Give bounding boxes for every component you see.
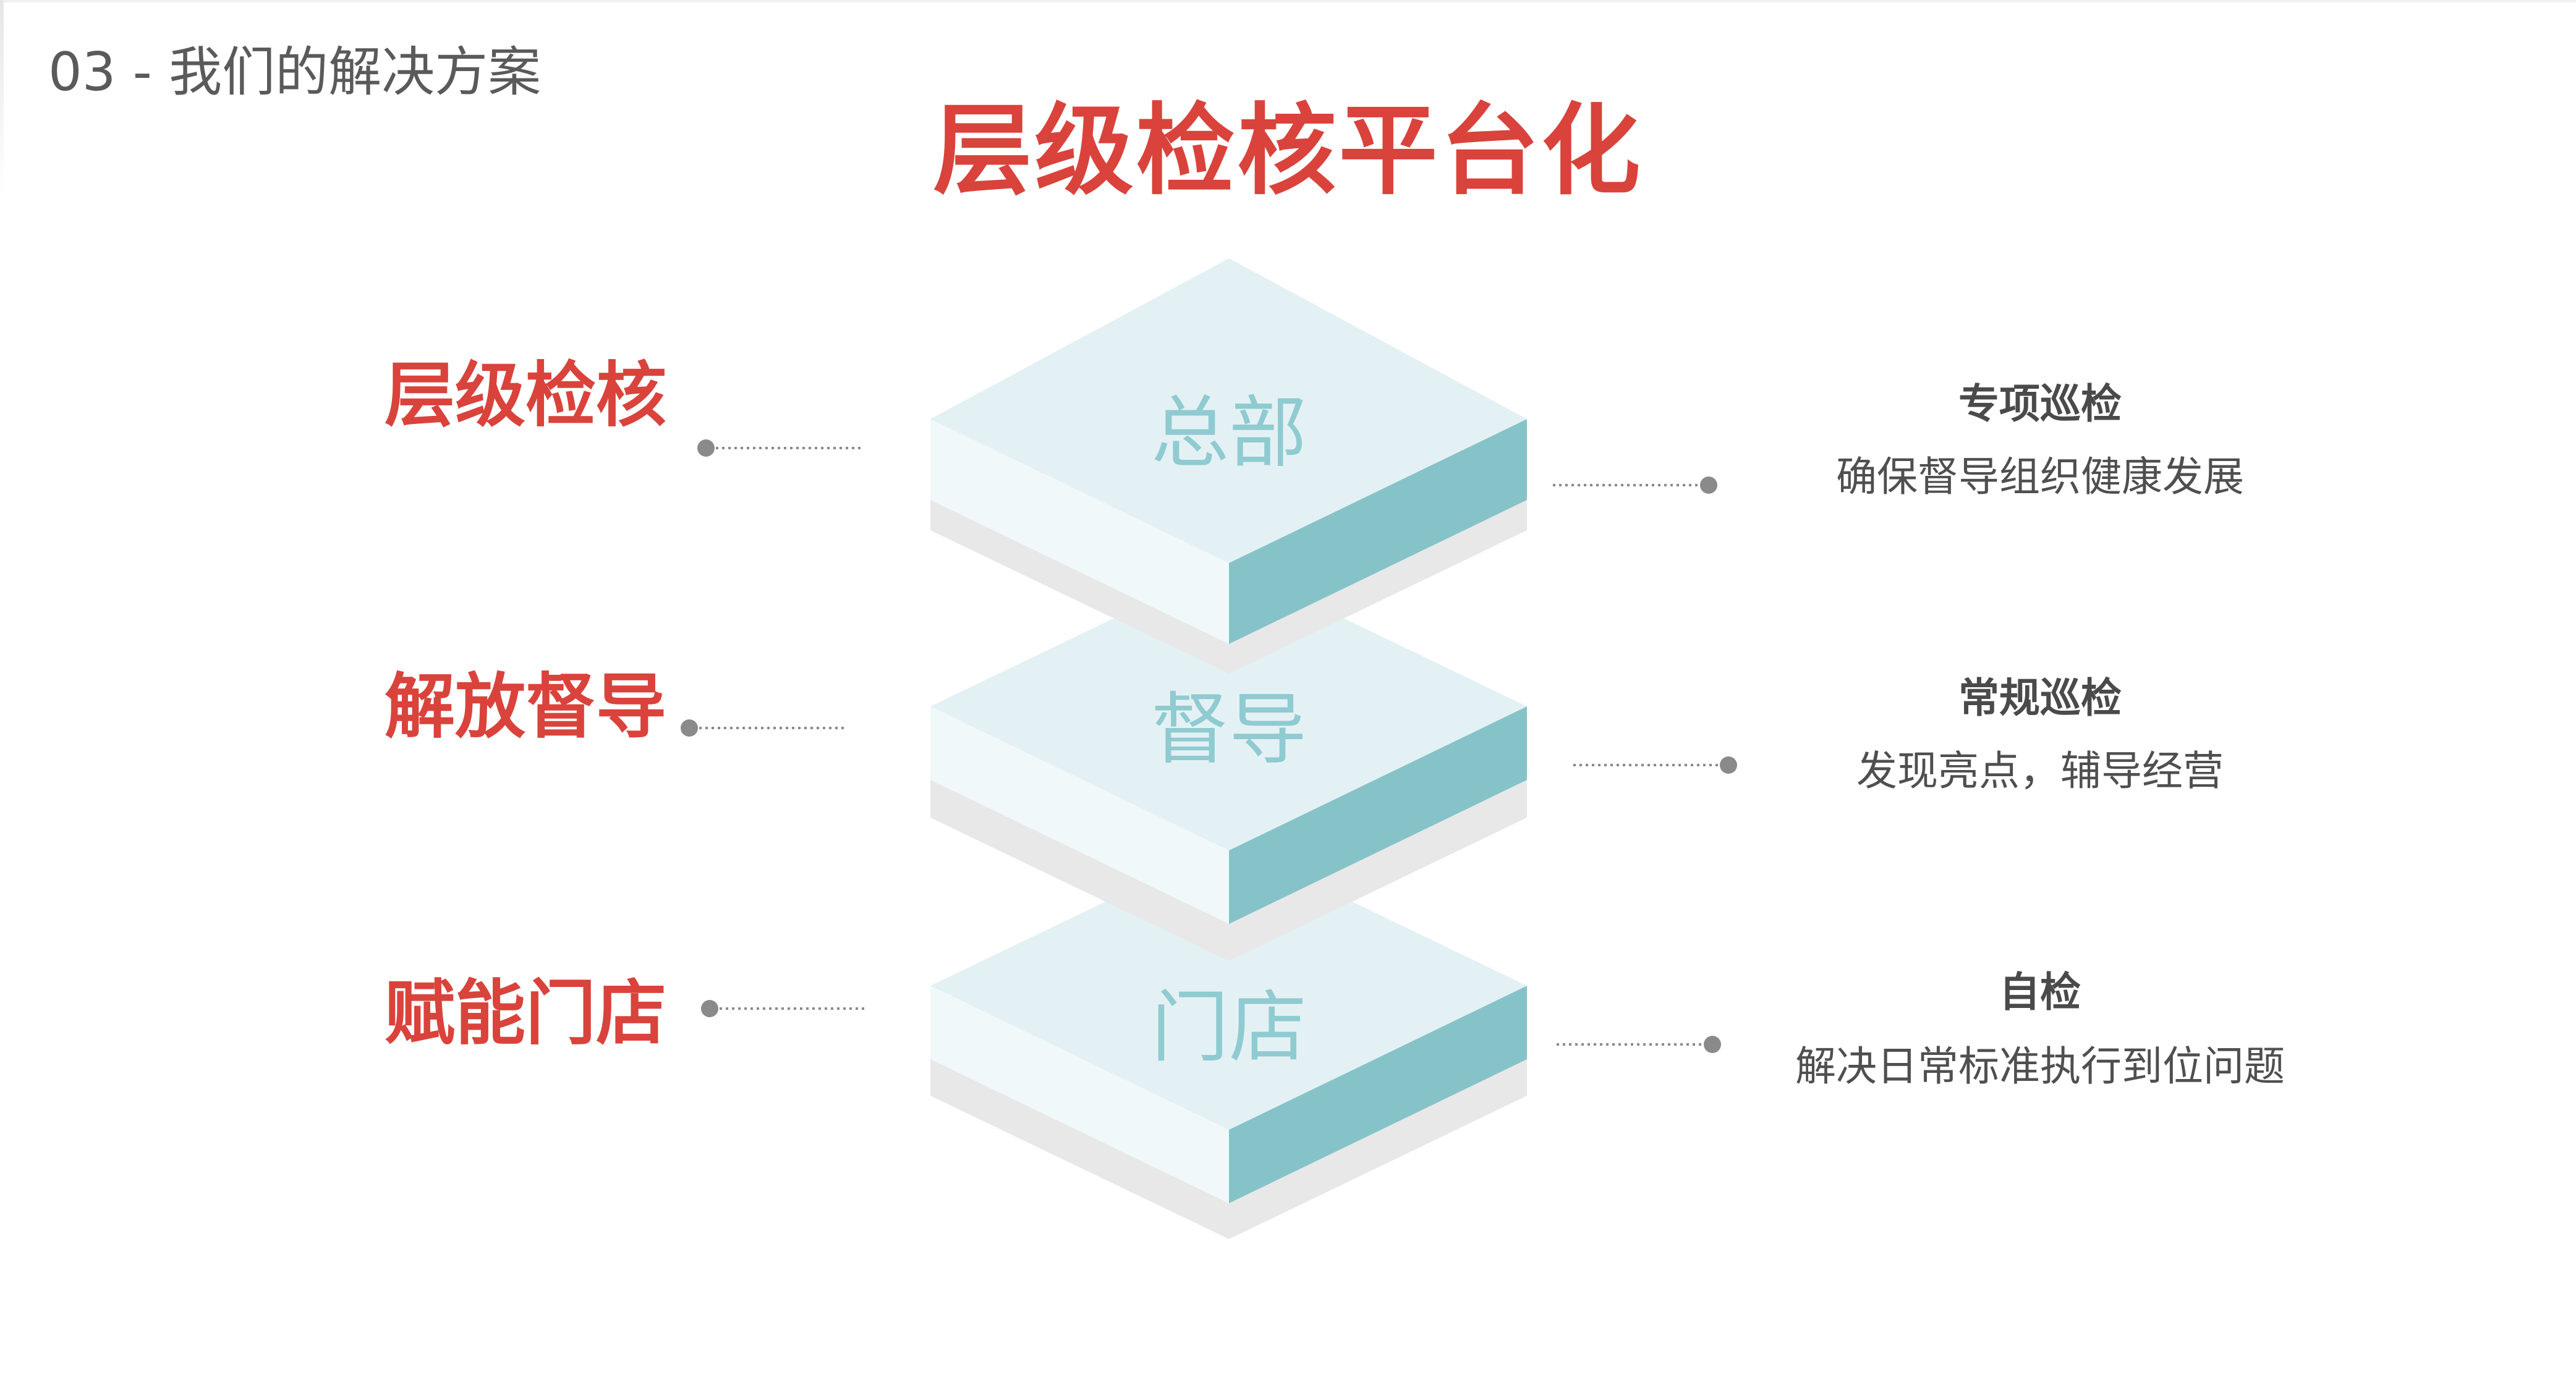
main-title: 层级检核平台化 — [933, 93, 1643, 208]
right-heading-special-inspection: 专项巡检 — [1958, 380, 2122, 428]
tier-block-store — [930, 842, 1527, 1239]
top-edge-line — [0, 0, 2576, 2]
right-desc-routine-inspection: 发现亮点，辅导经营 — [1856, 747, 2224, 795]
right-connector-2 — [1573, 756, 1737, 774]
right-connector-1 — [1553, 476, 1717, 494]
tier-block-headquarters — [930, 258, 1527, 674]
corner-shadow — [0, 0, 4, 198]
right-desc-special-inspection: 确保督导组织健康发展 — [1836, 453, 2244, 501]
right-heading-self-check: 自检 — [1999, 968, 2081, 1016]
tier-name-supervisor: 督导 — [1151, 684, 1307, 775]
page-title: 03 - 我们的解决方案 — [48, 41, 542, 103]
right-desc-self-check: 解决日常标准执行到位问题 — [1795, 1043, 2285, 1090]
left-label-hierarchy-check: 层级检核 — [385, 354, 667, 436]
tier-name-store: 门店 — [1151, 982, 1307, 1073]
left-connector-3 — [701, 1000, 864, 1017]
tier-block-supervisor — [930, 563, 1527, 961]
left-connector-1 — [697, 439, 861, 457]
left-label-free-supervisor: 解放督导 — [385, 666, 667, 748]
right-connector-3 — [1557, 1036, 1721, 1053]
tier-name-headquarters: 总部 — [1151, 387, 1307, 478]
left-connector-2 — [681, 719, 844, 737]
left-label-empower-store: 赋能门店 — [385, 972, 667, 1054]
right-heading-routine-inspection: 常规巡检 — [1958, 674, 2122, 722]
